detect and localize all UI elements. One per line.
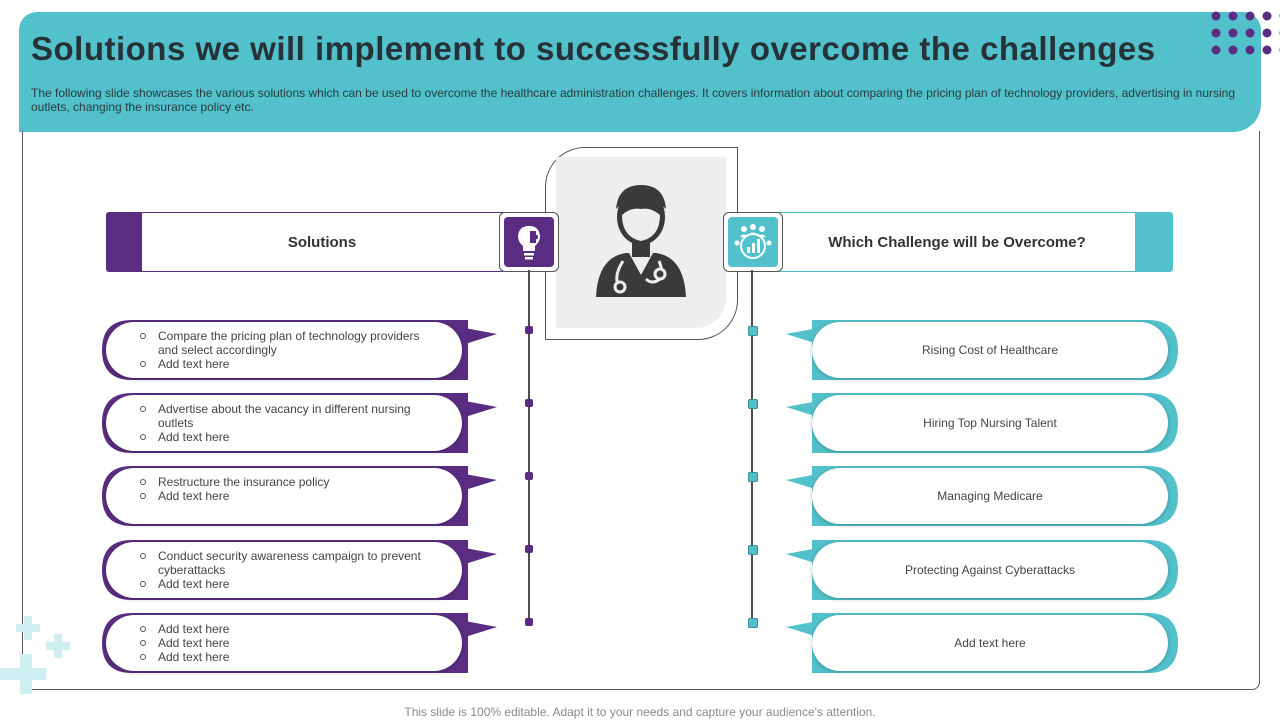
decorative-crosses-icon	[0, 616, 70, 694]
content-frame	[22, 131, 1260, 690]
solution-item: Add text here	[140, 650, 428, 664]
page-subtitle: The following slide showcases the variou…	[31, 86, 1235, 114]
solution-card: Restructure the insurance policy Add tex…	[102, 466, 502, 526]
challenge-node	[748, 545, 758, 555]
solution-node	[525, 399, 533, 407]
footer-note: This slide is 100% editable. Adapt it to…	[404, 705, 876, 719]
challenge-label: Hiring Top Nursing Talent	[923, 416, 1057, 430]
solution-card: Conduct security awareness campaign to p…	[102, 540, 502, 600]
solution-card: Compare the pricing plan of technology p…	[102, 320, 502, 380]
challenge-header: Which Challenge will be Overcome?	[778, 212, 1135, 272]
solution-item: Add text here	[140, 622, 428, 636]
solution-node	[525, 326, 533, 334]
challenge-pointer-icon	[786, 621, 818, 637]
solution-card: Add text here Add text here Add text her…	[102, 613, 502, 673]
challenge-badge	[723, 212, 783, 272]
solutions-connector-line	[528, 270, 530, 624]
challenge-label: Managing Medicare	[937, 489, 1043, 503]
page-title: Solutions we will implement to successfu…	[31, 30, 1156, 67]
challenge-card: Hiring Top Nursing Talent	[786, 393, 1186, 453]
solution-node	[525, 472, 533, 480]
center-card-inner	[556, 157, 726, 328]
challenge-pointer-icon	[786, 474, 818, 490]
solutions-badge	[499, 212, 559, 272]
solution-pointer-icon	[465, 328, 497, 344]
challenge-node	[748, 472, 758, 482]
solution-pointer-icon	[465, 474, 497, 490]
solution-card: Advertise about the vacancy in different…	[102, 393, 502, 453]
solution-item: Conduct security awareness campaign to p…	[140, 549, 428, 577]
solution-item: Add text here	[140, 430, 428, 444]
challenge-card: Add text here	[786, 613, 1186, 673]
challenge-card: Managing Medicare	[786, 466, 1186, 526]
challenge-connector-line	[751, 270, 753, 624]
solution-node	[525, 618, 533, 626]
solution-node	[525, 545, 533, 553]
solutions-header-label: Solutions	[287, 233, 357, 251]
challenge-pointer-icon	[786, 548, 818, 564]
challenge-pointer-icon	[786, 401, 818, 417]
team-growth-icon	[734, 224, 772, 259]
solution-pointer-icon	[465, 401, 497, 417]
solution-item: Add text here	[140, 577, 428, 591]
solution-item: Add text here	[140, 489, 428, 503]
solution-item: Restructure the insurance policy	[140, 475, 428, 489]
doctor-icon	[596, 185, 686, 297]
center-card	[545, 147, 738, 340]
challenge-card: Protecting Against Cyberattacks	[786, 540, 1186, 600]
solution-item: Advertise about the vacancy in different…	[140, 402, 428, 430]
solution-pointer-icon	[465, 621, 497, 637]
challenge-pointer-icon	[786, 328, 818, 344]
challenge-node	[748, 618, 758, 628]
challenge-header-label: Which Challenge will be Overcome?	[828, 233, 1086, 251]
challenge-label: Rising Cost of Healthcare	[921, 343, 1059, 357]
lightbulb-puzzle-icon	[518, 226, 540, 260]
solutions-header-accent	[106, 212, 146, 272]
challenge-label: Add text here	[954, 636, 1026, 650]
challenge-header-accent	[1132, 212, 1173, 272]
challenge-card: Rising Cost of Healthcare	[786, 320, 1186, 380]
solution-item: Add text here	[140, 357, 428, 371]
solutions-header: Solutions	[142, 212, 503, 272]
decorative-dots-icon	[1211, 11, 1280, 55]
header-banner	[19, 12, 1261, 132]
challenge-node	[748, 399, 758, 409]
challenge-node	[748, 326, 758, 336]
solution-item: Compare the pricing plan of technology p…	[140, 329, 428, 357]
solution-pointer-icon	[465, 548, 497, 564]
challenge-label: Protecting Against Cyberattacks	[904, 563, 1076, 577]
solution-item: Add text here	[140, 636, 428, 650]
